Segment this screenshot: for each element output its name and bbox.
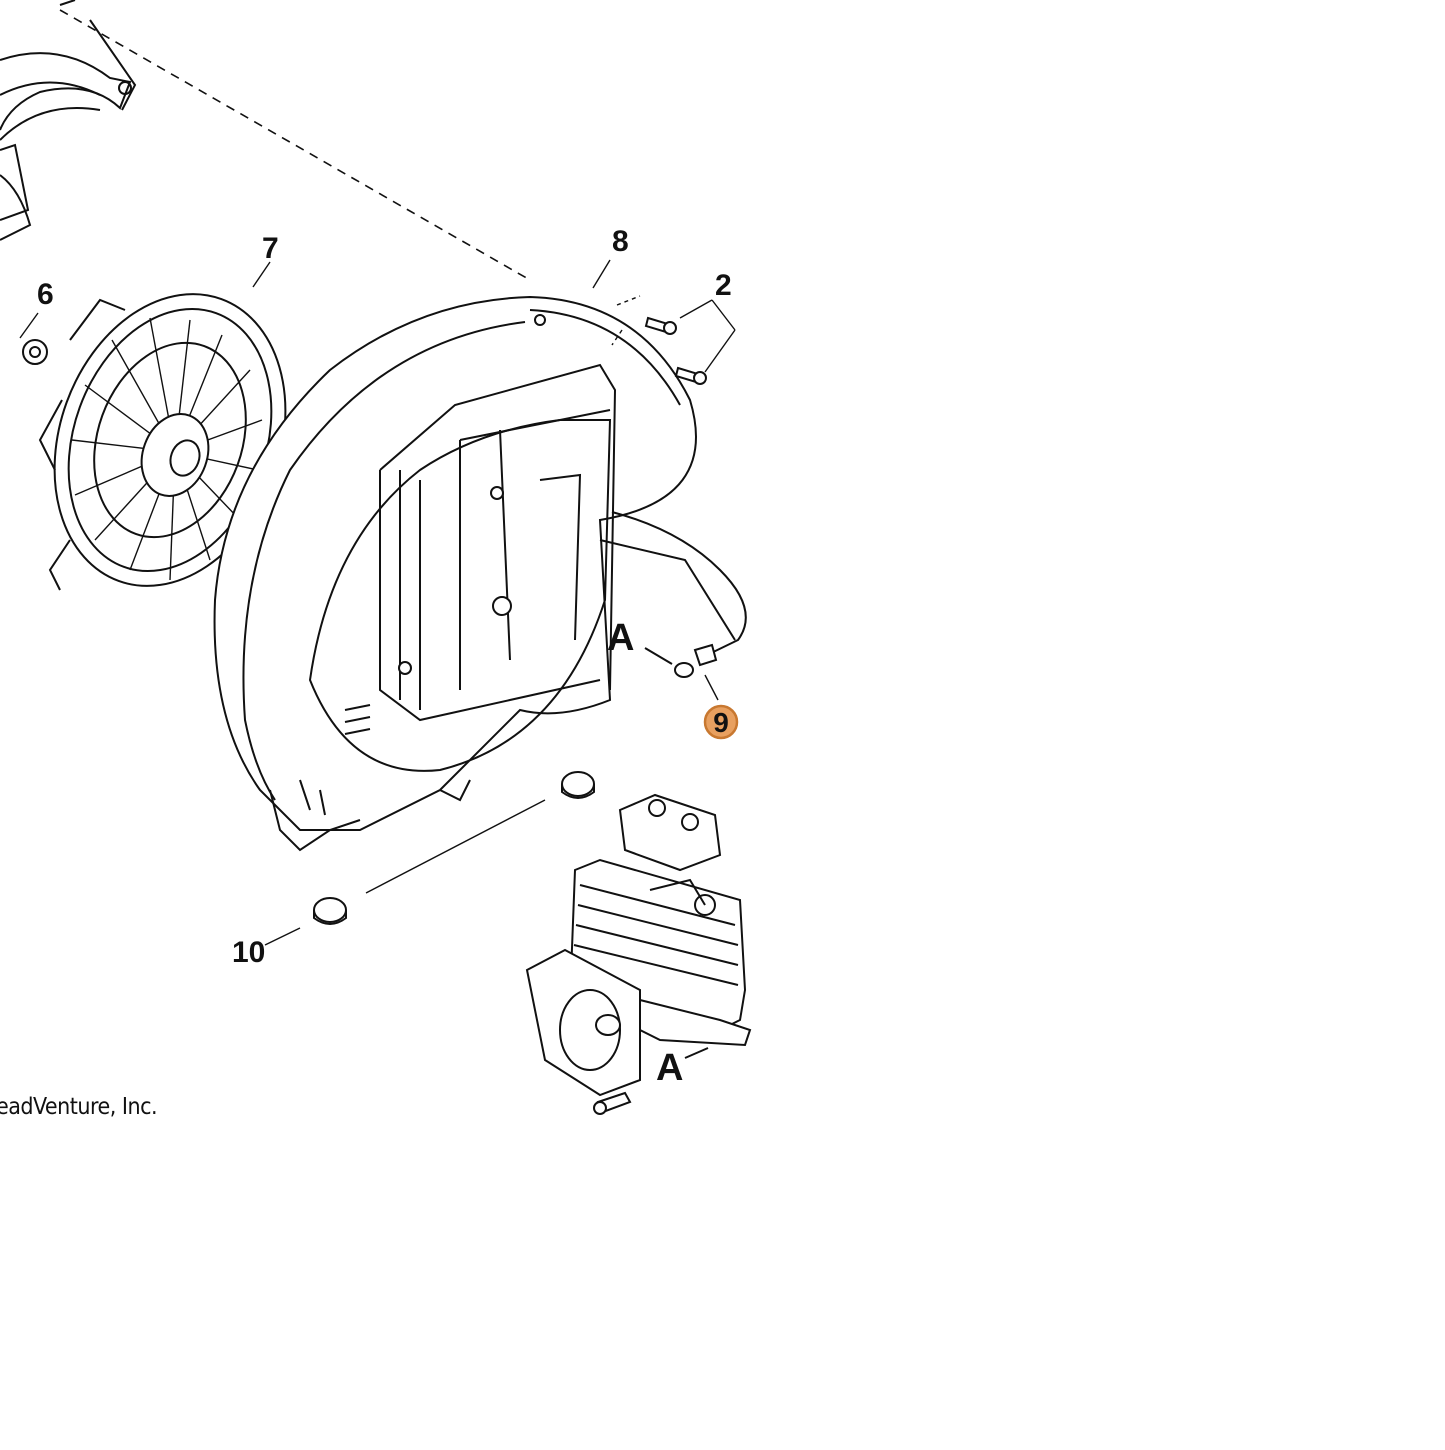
leader-A-bottom xyxy=(684,1047,709,1059)
leader-A-top xyxy=(644,647,673,665)
part-9-ground-wire xyxy=(611,511,747,678)
part-7-fan xyxy=(38,293,287,591)
callout-10: 10 xyxy=(232,936,265,969)
callout-2: 2 xyxy=(715,269,732,302)
leader-6 xyxy=(19,312,39,339)
part-6-nut xyxy=(22,339,48,365)
highlight-circle[interactable] xyxy=(703,704,739,740)
callout-6: 6 xyxy=(37,278,54,311)
part-8-fan-housing xyxy=(213,295,736,852)
callout-9-highlight[interactable]: 9 xyxy=(703,704,739,740)
leader-2 xyxy=(611,295,736,373)
engine-cylinder-assembly xyxy=(525,793,752,1115)
leader-8 xyxy=(592,259,611,289)
part-10-plugs xyxy=(313,771,595,925)
leader-7 xyxy=(252,261,271,288)
callout-A-bottom: A xyxy=(656,1047,683,1089)
plug-alignment-line xyxy=(365,799,546,894)
callout-9[interactable]: 9 xyxy=(713,707,729,738)
callout-A-top: A xyxy=(607,617,634,659)
callout-8: 8 xyxy=(612,225,629,258)
leader-9 xyxy=(704,674,719,701)
part-2-screws xyxy=(644,316,707,385)
copyright-text: eadVenture, Inc. xyxy=(0,1094,158,1120)
blower-housing-partial xyxy=(0,0,137,241)
assembly-dashed-line xyxy=(59,9,531,281)
callout-7: 7 xyxy=(262,232,279,265)
leader-10 xyxy=(264,927,301,946)
